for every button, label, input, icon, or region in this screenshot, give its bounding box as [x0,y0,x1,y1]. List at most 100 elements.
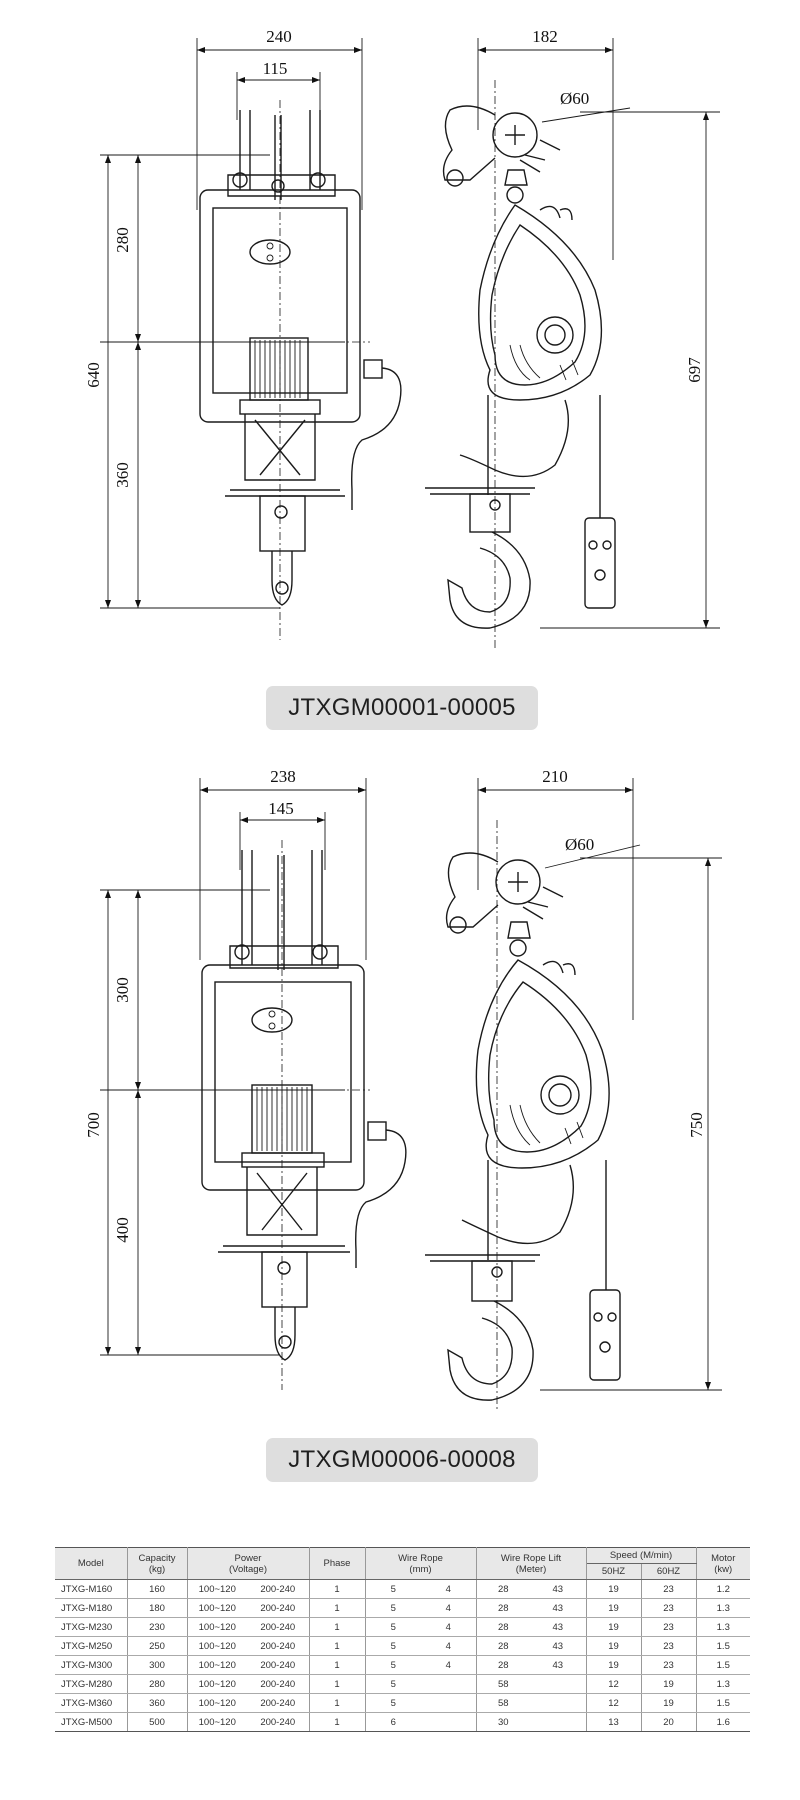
table-cell: 280 [127,1674,188,1694]
hoist-technical-drawing-1: 240 115 280 640 360 [84,27,720,650]
dim-width-inner: 115 [263,59,288,78]
table-cell: 19 [586,1655,642,1675]
header-motor: Motor(kw) [696,1547,750,1580]
table-cell: 12 [586,1674,642,1694]
table-cell: 5 [365,1636,421,1656]
table-cell: JTXG-M500 [55,1712,128,1732]
header-power: Power(Voltage) [187,1547,310,1580]
dim-height-side: 750 [687,1112,706,1138]
table-cell: 1.3 [696,1598,750,1618]
table-cell: JTXG-M230 [55,1617,128,1637]
front-view: 240 115 280 640 360 [84,27,402,640]
table-cell: 1.5 [696,1693,750,1713]
table-header-row: Model Capacity(kg) Power(Voltage) Phase … [55,1547,750,1580]
side-view: 182 Ø60 697 [425,27,720,650]
table-cell: 43 [530,1598,587,1618]
table-cell: 1.6 [696,1712,750,1732]
table-cell: 180 [127,1598,188,1618]
table-cell: 4 [421,1617,477,1637]
table-cell: 19 [586,1598,642,1618]
table-cell: 1 [309,1598,366,1618]
table-cell: JTXG-M180 [55,1598,128,1618]
table-cell: 360 [127,1693,188,1713]
table-cell: 5 [365,1655,421,1675]
table-cell: 200-240 [247,1636,310,1656]
dim-total: 640 [84,362,103,388]
table-cell: 13 [586,1712,642,1732]
table-cell: 28 [476,1598,530,1618]
table-cell: 1.2 [696,1579,750,1599]
table-cell: 1 [309,1579,366,1599]
table-cell: 500 [127,1712,188,1732]
table-cell: 5 [365,1579,421,1599]
table-cell: 43 [530,1579,587,1599]
table-cell: 43 [530,1636,587,1656]
header-speed: Speed (M/min) [586,1547,697,1564]
table-cell: 100~120 [187,1655,247,1675]
dim-total: 700 [84,1112,103,1138]
table-cell: JTXG-M250 [55,1636,128,1656]
table-cell: 43 [530,1617,587,1637]
specification-table: Model Capacity(kg) Power(Voltage) Phase … [55,1547,750,1732]
dim-hook-diameter: Ø60 [565,835,594,854]
table-cell: 5 [365,1693,421,1713]
drawing-2-caption: JTXGM00006-00008 [266,1438,538,1482]
table-cell: 1 [309,1712,366,1732]
table-cell: JTXG-M280 [55,1674,128,1694]
table-cell: 58 [476,1674,530,1694]
table-cell: 300 [127,1655,188,1675]
table-cell: 6 [365,1712,421,1732]
table-cell: 43 [530,1655,587,1675]
drawing-1: 240 115 280 640 360 [0,0,800,660]
table-cell: 28 [476,1655,530,1675]
table-cell: 30 [476,1712,530,1732]
table-cell: 23 [641,1655,697,1675]
table-cell [421,1693,477,1713]
table-cell: 160 [127,1579,188,1599]
table-cell: 1 [309,1693,366,1713]
header-phase: Phase [309,1547,366,1580]
table-cell: 23 [641,1617,697,1637]
table-cell: JTXG-M160 [55,1579,128,1599]
header-wire-rope: Wire Rope(mm) [365,1547,477,1580]
header-model: Model [55,1547,128,1580]
table-cell: 1.5 [696,1636,750,1656]
dim-height-side: 697 [685,357,704,383]
table-cell [530,1712,587,1732]
table-cell: 100~120 [187,1636,247,1656]
dim-lower: 400 [113,1217,132,1243]
table-subheader-row: 50HZ 60HZ [55,1563,750,1580]
dim-hook-diameter: Ø60 [560,89,589,108]
table-cell: 12 [586,1693,642,1713]
table-cell: 4 [421,1579,477,1599]
table-cell: 100~120 [187,1674,247,1694]
dim-width-inner: 145 [268,799,294,818]
table-cell: 23 [641,1579,697,1599]
table-cell [421,1674,477,1694]
table-cell: 200-240 [247,1598,310,1618]
table-cell: 19 [641,1674,697,1694]
hoist-technical-drawing-2: 238 145 300 700 400 [84,767,722,1410]
table-cell: 4 [421,1636,477,1656]
table-cell: 200-240 [247,1712,310,1732]
dim-width-side: 182 [532,27,558,46]
dim-width-front: 238 [270,767,296,786]
table-cell [530,1693,587,1713]
table-cell: 100~120 [187,1598,247,1618]
table-cell: 1 [309,1674,366,1694]
table-cell: 100~120 [187,1617,247,1637]
table-cell: 100~120 [187,1712,247,1732]
table-cell: 1.3 [696,1617,750,1637]
table-cell: 19 [586,1636,642,1656]
table-cell [421,1712,477,1732]
table-cell: 1 [309,1617,366,1637]
table-cell: 1.5 [696,1655,750,1675]
table-cell: 4 [421,1598,477,1618]
table-cell: 5 [365,1674,421,1694]
